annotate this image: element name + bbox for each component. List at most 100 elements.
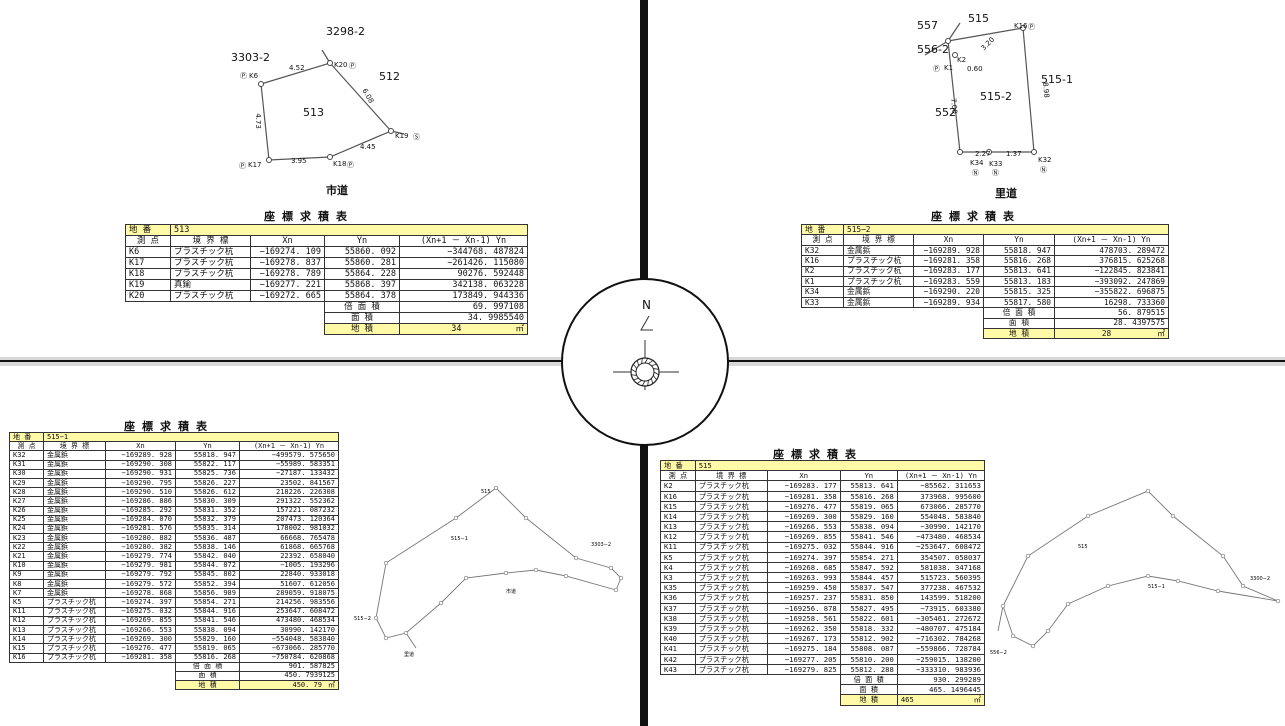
marker-cell: プラスチック杭 bbox=[694, 551, 768, 563]
column-header: Yn bbox=[324, 235, 400, 247]
double-area-value: 930. 299289 bbox=[896, 673, 986, 686]
point-cell: K32 bbox=[9, 450, 44, 461]
product-cell: 291322. 552362 bbox=[239, 496, 339, 507]
chiseki-label: 地 積 bbox=[983, 327, 1055, 340]
chiseki-value: 465 bbox=[900, 695, 914, 705]
product-cell: 214256. 983556 bbox=[239, 597, 339, 608]
marker-cell: 金属鋲 bbox=[43, 514, 106, 525]
adjacent-lot-556-2: 556-2 bbox=[917, 43, 949, 56]
dimension-label: 4.45 bbox=[360, 143, 376, 151]
product-cell: −499579. 575650 bbox=[239, 450, 339, 461]
sketch-lot-label: 515 bbox=[1078, 544, 1088, 550]
point-cell: K12 bbox=[660, 531, 696, 543]
panel-lot-513: 3298-2 3303-2 512 513 市道 Ⓟ K6 K20 Ⓟ K19 … bbox=[6, 0, 640, 357]
point-cell: K24 bbox=[9, 523, 44, 535]
marker-cell: プラスチック杭 bbox=[694, 490, 768, 502]
xn-cell: −169258. 561 bbox=[766, 612, 841, 625]
column-header: 測 点 bbox=[125, 235, 171, 247]
marker-cell: 金属鋲 bbox=[43, 477, 106, 489]
column-header: 測 点 bbox=[9, 441, 44, 452]
marker-cell: 真鍮 bbox=[170, 279, 251, 291]
product-cell: 373968. 995600 bbox=[896, 490, 986, 502]
point-label-k2: K2 bbox=[957, 56, 967, 64]
product-cell: −85562. 311653 bbox=[896, 480, 986, 492]
marker-cell: プラスチック杭 bbox=[694, 622, 768, 635]
marker-cell: 金属鋲 bbox=[43, 459, 106, 470]
yn-cell: 55822. 117 bbox=[175, 459, 240, 470]
marker-cell: プラスチック杭 bbox=[43, 606, 106, 617]
adjacent-lot-512: 512 bbox=[379, 70, 400, 83]
xn-cell: −169263. 993 bbox=[766, 572, 841, 584]
yn-cell: 55812. 902 bbox=[839, 633, 898, 645]
survey-sketch-513 bbox=[258, 49, 405, 163]
column-header: (Xn+1 － Xn-1) Yn bbox=[399, 235, 528, 247]
xn-cell: −169290. 308 bbox=[105, 459, 176, 470]
plastic-stake-icon: Ⓟ bbox=[933, 65, 940, 73]
point-cell: K16 bbox=[660, 490, 696, 502]
marker-cell: プラスチック杭 bbox=[43, 615, 106, 626]
product-cell: −333310. 983936 bbox=[896, 663, 986, 675]
north-compass: N bbox=[561, 278, 729, 446]
table-title: 座標求積表 bbox=[773, 448, 863, 461]
point-cell: K1 bbox=[801, 275, 844, 288]
marker-cell: プラスチック杭 bbox=[43, 634, 106, 645]
point-cell: K11 bbox=[660, 541, 696, 553]
plastic-stake-icon: Ⓟ bbox=[240, 72, 247, 80]
product-cell: −259015. 138200 bbox=[896, 653, 986, 665]
double-area-label: 倍 面 積 bbox=[839, 673, 898, 686]
unit-label: ㎡ bbox=[1157, 328, 1165, 338]
yn-cell: 55822. 601 bbox=[839, 612, 898, 625]
yn-cell: 55812. 288 bbox=[839, 663, 898, 675]
point-cell: K38 bbox=[660, 612, 696, 625]
xn-cell: −169275. 032 bbox=[105, 606, 176, 617]
point-cell: K25 bbox=[9, 514, 44, 525]
point-cell: K13 bbox=[9, 624, 44, 636]
point-label-k18: K18 bbox=[333, 160, 347, 168]
point-cell: K34 bbox=[801, 286, 844, 298]
marker-cell: 金属鋲 bbox=[43, 560, 106, 571]
yn-cell: 55844. 916 bbox=[839, 541, 898, 553]
yn-cell: 55810. 200 bbox=[839, 653, 898, 665]
marker-cell: プラスチック杭 bbox=[694, 480, 768, 492]
xn-cell: −169283. 177 bbox=[766, 480, 841, 492]
point-cell: K5 bbox=[660, 551, 696, 563]
product-cell: 143599. 518200 bbox=[896, 592, 986, 604]
yn-cell: 55836. 487 bbox=[175, 533, 240, 544]
product-cell: 90276. 592448 bbox=[399, 268, 528, 280]
area-label: 面 積 bbox=[175, 670, 240, 682]
product-cell: 16298. 733360 bbox=[1054, 296, 1169, 309]
yn-cell: 55826. 227 bbox=[175, 477, 240, 489]
marker-cell: 金属鋲 bbox=[43, 496, 106, 507]
yn-cell: 55827. 495 bbox=[839, 602, 898, 614]
yn-cell: 55860. 281 bbox=[324, 257, 400, 269]
double-area-label: 倍 面 積 bbox=[324, 301, 400, 313]
xn-cell: −169277. 221 bbox=[250, 279, 325, 291]
chiseki-label: 地 積 bbox=[175, 680, 240, 691]
yn-cell: 55830. 309 bbox=[175, 496, 240, 507]
north-label: N bbox=[642, 298, 651, 312]
product-cell: 66668. 765478 bbox=[239, 533, 339, 544]
sketch-road-label: 市道 bbox=[506, 588, 516, 595]
marker-cell: プラスチック杭 bbox=[694, 592, 768, 604]
yn-cell: 55825. 736 bbox=[175, 468, 240, 479]
yn-cell: 55841. 546 bbox=[839, 531, 898, 543]
yn-cell: 55838. 094 bbox=[175, 624, 240, 636]
survey-sketch-515: 515 515−1 3300−2 556−2 bbox=[990, 488, 1281, 656]
dimension-label: 1.37 bbox=[1006, 150, 1022, 158]
xn-cell: −169289. 934 bbox=[913, 296, 984, 309]
unit-label: ㎡ bbox=[973, 695, 981, 705]
yn-cell: 55868. 397 bbox=[324, 279, 400, 291]
marker-cell: プラスチック杭 bbox=[694, 643, 768, 655]
